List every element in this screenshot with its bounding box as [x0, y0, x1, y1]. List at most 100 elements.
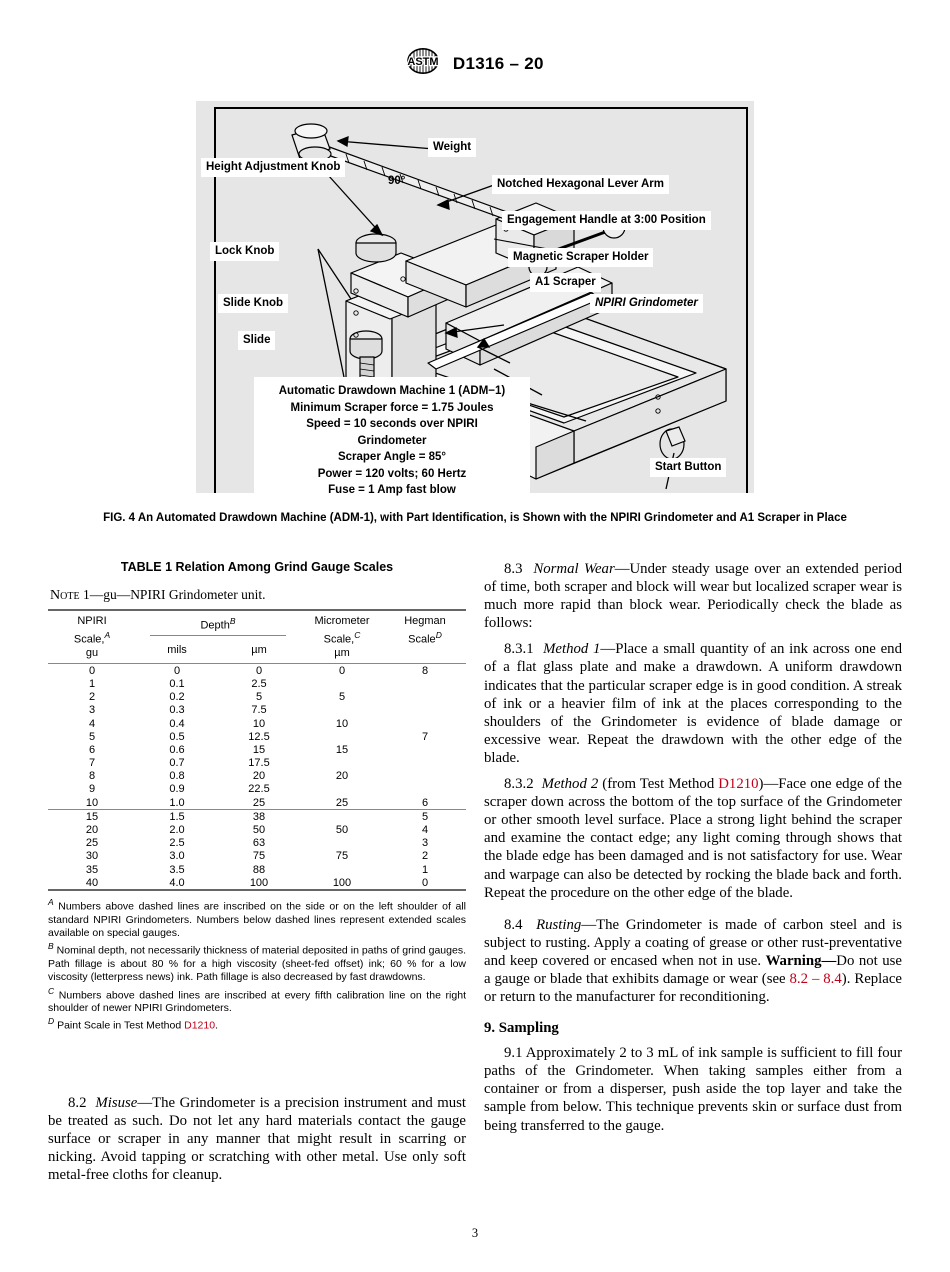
cell-mils: 0.3: [169, 704, 185, 717]
cell-micrometer: [300, 837, 384, 850]
cell-mils: 0: [173, 664, 181, 677]
cell-micrometer: [300, 783, 384, 796]
header-micrometer-scale: Micrometer Scale,C µm: [314, 615, 370, 659]
cell-mils: 0.6: [169, 743, 185, 756]
left-prose-block: 8.2 Misuse—The Grindometer is a precisio…: [48, 1094, 466, 1192]
cell-um: 15: [252, 743, 266, 756]
link-d1210-body[interactable]: D1210: [718, 776, 759, 793]
cell-hegman: 5: [421, 810, 429, 823]
cell-npiri: 5: [88, 730, 96, 743]
cell-hegman: 3: [421, 837, 429, 850]
cell-micrometer: 10: [335, 717, 349, 730]
cell-micrometer: [300, 677, 384, 690]
cell-hegman: 8: [421, 664, 429, 677]
svg-text:ASTM: ASTM: [408, 56, 439, 68]
table-note-body: 1—gu—NPIRI Grindometer unit.: [79, 587, 266, 602]
cell-hegman: 7: [421, 730, 429, 743]
spec-line-6: Power = 120 volts; 60 Hertz: [317, 467, 467, 480]
table-row: 5 0.5 12.5 7: [48, 730, 466, 743]
cell-um: 12.5: [248, 730, 270, 743]
cell-npiri: 15: [85, 810, 99, 823]
spec-line-3: Speed = 10 seconds over NPIRI: [306, 418, 478, 430]
table-title: TABLE 1 Relation Among Grind Gauge Scale…: [120, 560, 394, 574]
cell-micrometer: 5: [338, 691, 346, 704]
figure-label-angle: 90°: [388, 175, 406, 187]
table-row: 1 0.1 2.5: [48, 677, 466, 690]
figure-4: Weight Notched Hexagonal Lever Arm Heigh…: [196, 101, 754, 503]
cell-micrometer: [300, 730, 384, 743]
spec-line-4: Grindometer: [357, 434, 427, 447]
cell-npiri: 20: [85, 824, 99, 836]
cell-um: 17.5: [248, 757, 270, 770]
cell-mils: 0.9: [169, 783, 185, 796]
cell-npiri: 1: [88, 677, 96, 690]
figure-label-slide: Slide: [238, 331, 276, 350]
cell-mils: 0.7: [169, 757, 185, 770]
cell-hegman: 2: [421, 850, 429, 863]
figure-label-lock-knob: Lock Knob: [210, 242, 280, 261]
cell-micrometer: 50: [335, 824, 349, 836]
header-depth: DepthB: [136, 610, 300, 644]
footnote-d: D Paint Scale in Test Method D1210.: [48, 1016, 218, 1032]
cell-mils: 0.4: [169, 717, 185, 730]
document-number: D1316 – 20: [452, 53, 544, 73]
spec-line-5: Scraper Angle = 85°: [337, 451, 447, 463]
link-section-range[interactable]: 8.2 – 8.4: [789, 970, 842, 987]
cell-um: 25: [252, 796, 266, 809]
link-d1210-footnote[interactable]: D1210: [184, 1019, 216, 1032]
figure-caption: FIG. 4 An Automated Drawdown Machine (AD…: [103, 512, 847, 524]
cell-mils: 1.0: [169, 796, 185, 809]
figure-label-notched-hexagonal-lever-arm: Notched Hexagonal Lever Arm: [492, 175, 670, 194]
cell-um: 10: [252, 717, 266, 730]
figure-label-start-button: Start Button: [650, 458, 727, 477]
cell-hegman: 4: [421, 824, 429, 836]
header-npiri-scale: NPIRI Scale,A gu: [73, 615, 111, 659]
cell-um: 7.5: [251, 704, 267, 717]
section-heading-9: 9. Sampling: [484, 1020, 559, 1037]
cell-micrometer: [300, 704, 384, 717]
table-footnotes: A Numbers above dashed lines are inscrib…: [48, 896, 466, 1033]
header-hegman-scale: Hegman ScaleD: [404, 615, 446, 646]
cell-npiri: 8: [88, 770, 96, 783]
grind-gauge-table: NPIRI Scale,A gu DepthB Micrometer Scale…: [48, 609, 466, 892]
cell-mils: 0.1: [169, 677, 185, 690]
cell-mils: 0.5: [169, 730, 185, 743]
astm-logo: ASTM: [406, 48, 440, 79]
cell-mils: 0.8: [169, 770, 185, 783]
spec-line-1: Automatic Drawdown Machine 1 (ADM−1): [278, 385, 506, 397]
cell-micrometer: 100: [332, 876, 352, 889]
header-um: µm: [251, 643, 267, 656]
right-column: 8.3 Normal Wear—Under steady usage over …: [484, 560, 902, 1143]
cell-npiri: 40: [85, 876, 99, 889]
figure-label-magnetic-scraper-holder: Magnetic Scraper Holder: [508, 248, 654, 267]
warning-label: Warning—: [765, 952, 837, 969]
cell-hegman: [384, 756, 466, 769]
cell-npiri: 4: [88, 717, 96, 730]
cell-um: 63: [252, 837, 266, 850]
cell-micrometer: [300, 863, 384, 876]
cell-um: 88: [252, 863, 266, 876]
cell-npiri: 9: [88, 783, 96, 796]
cell-npiri: 30: [85, 850, 99, 863]
cell-micrometer: 0: [338, 664, 346, 677]
cell-um: 5: [255, 691, 263, 704]
cell-hegman: [384, 783, 466, 796]
figure-label-weight: Weight: [428, 138, 477, 157]
cell-npiri: 7: [88, 757, 96, 770]
cell-micrometer: 25: [335, 796, 349, 809]
cell-mils: 3.5: [169, 863, 185, 876]
cell-npiri: 2: [88, 691, 96, 704]
cell-hegman: 0: [421, 876, 429, 889]
cell-um: 2.5: [251, 677, 267, 690]
footnote-b: B Nominal depth, not necessarily thickne…: [48, 941, 466, 984]
paragraph-8-4: 8.4 Rusting—The Grindometer is made of c…: [484, 916, 902, 1006]
